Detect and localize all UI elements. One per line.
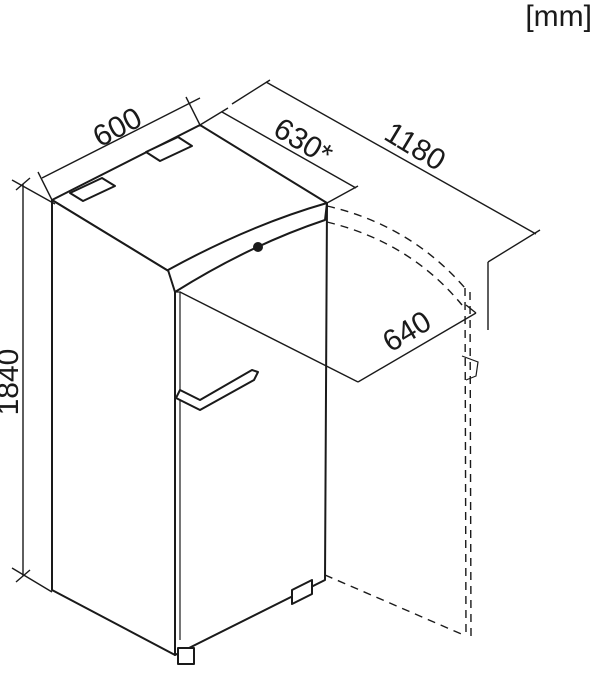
depth-door-open-value: 1180 xyxy=(379,116,451,178)
fridge-side-face xyxy=(51,199,176,656)
foot-front xyxy=(177,647,195,665)
door-swing-outline xyxy=(324,205,479,637)
door-handle xyxy=(175,369,259,411)
door-handle-open xyxy=(461,355,479,381)
unit-label: [mm] xyxy=(525,0,592,33)
width-value: 600 xyxy=(88,101,148,154)
control-knob-icon xyxy=(253,242,263,252)
dim-height: 1840 xyxy=(0,177,56,593)
fridge-illustration xyxy=(51,124,328,665)
depth-value: 630* xyxy=(268,112,338,172)
control-panel xyxy=(167,202,328,293)
height-value: 1840 xyxy=(0,349,25,416)
top-vent-left xyxy=(69,177,116,202)
door-clearance-value: 640 xyxy=(377,305,437,359)
foot-rear xyxy=(291,579,313,605)
top-vent-right xyxy=(145,136,193,162)
